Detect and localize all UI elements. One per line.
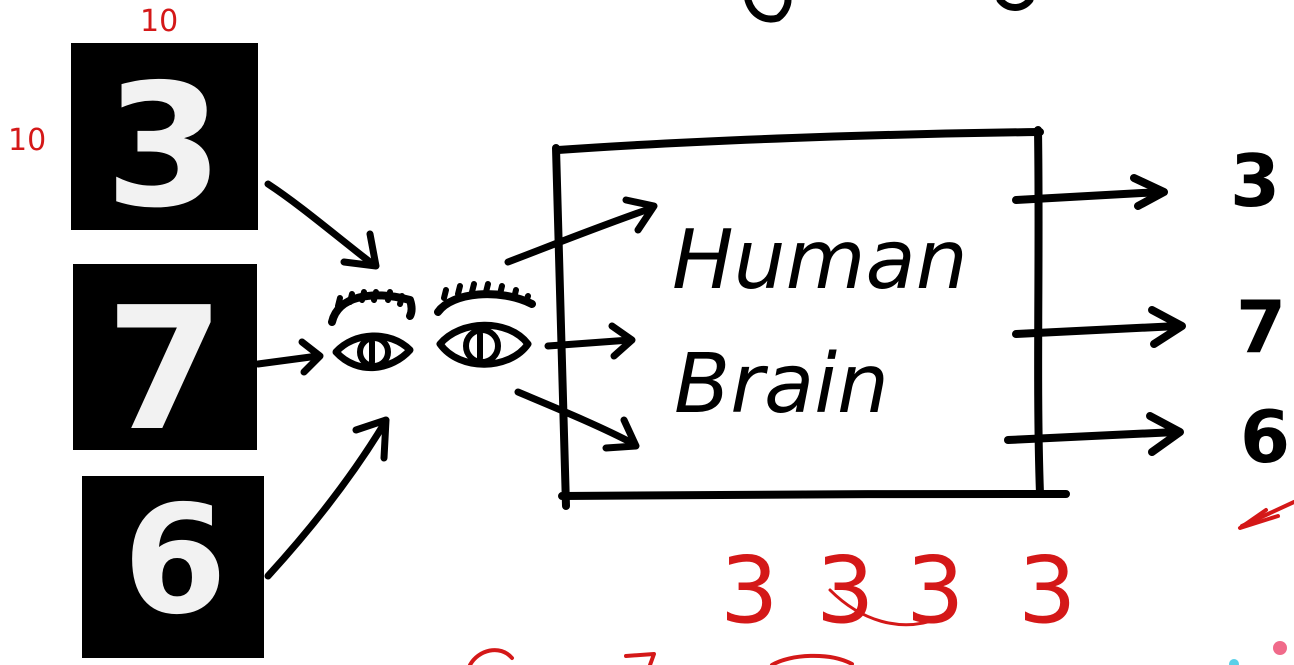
output-digit-3: 3	[1230, 139, 1280, 223]
box-label-line1: Human	[672, 213, 968, 308]
cropped-corner-dots	[1229, 641, 1287, 665]
input-image-7: 7	[73, 264, 257, 469]
arrow-image3-to-eyes	[264, 180, 380, 270]
red-scribble-3-b: 3	[816, 537, 875, 644]
arrow-output-6	[1004, 412, 1184, 456]
red-annotation-arrow	[1238, 500, 1294, 530]
input-digit-6: 6	[123, 474, 227, 648]
arrow-output-3	[1012, 174, 1168, 210]
arrow-eyes-to-brain-top	[504, 196, 658, 266]
image-width-label: 10	[140, 4, 178, 39]
arrow-image7-to-eyes	[254, 338, 324, 376]
arrow-output-7	[1012, 306, 1186, 348]
red-scribble-3-c: 3	[906, 537, 965, 644]
red-scribble-loop	[828, 588, 942, 627]
eyes-icon	[328, 281, 536, 371]
arrow-eyes-to-brain-bottom	[514, 388, 640, 452]
cropped-top-writing	[744, 0, 1034, 23]
cropped-bottom-red-marks	[468, 648, 854, 665]
box-label-line2: Brain	[674, 337, 889, 432]
output-digit-7: 7	[1236, 285, 1286, 369]
output-digit-6: 6	[1240, 395, 1290, 479]
input-image-3: 3	[71, 43, 258, 246]
human-brain-box	[552, 126, 1070, 510]
input-digit-3: 3	[105, 48, 223, 246]
image-height-label: 10	[8, 123, 46, 158]
arrow-image6-to-eyes	[264, 416, 390, 580]
input-image-6: 6	[82, 474, 264, 658]
red-scribble-3-d: 3	[1018, 537, 1077, 644]
input-digit-7: 7	[106, 271, 224, 469]
red-scribble-3-a: 3	[720, 537, 779, 644]
